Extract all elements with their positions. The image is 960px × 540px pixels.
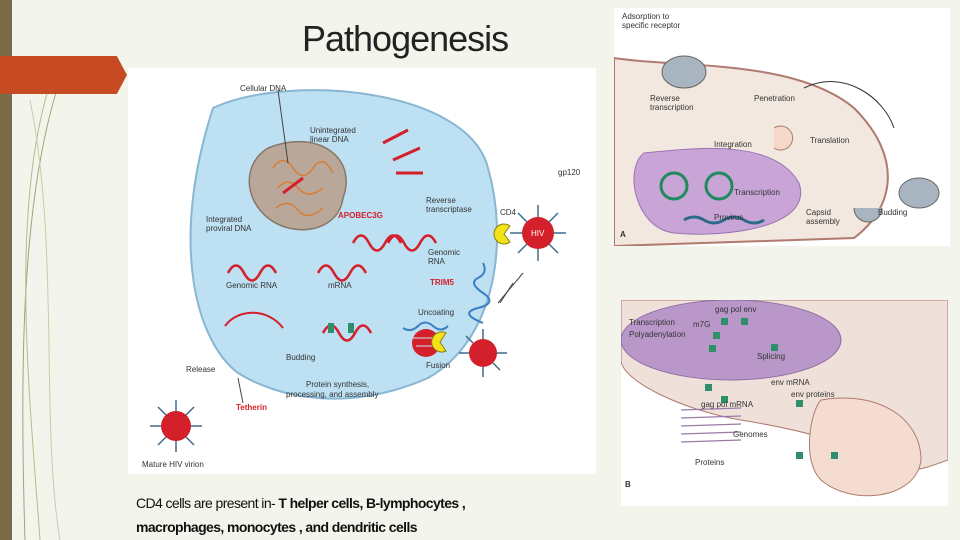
label-reverse: Reverse (426, 196, 456, 205)
replication-cycle-panel-a: Adsorption to specific receptor Reverse … (614, 8, 950, 246)
label-genomic: Genomic (428, 248, 461, 257)
label-tetherin: Tetherin (236, 403, 267, 412)
label-splicing: Splicing (757, 352, 786, 361)
label-proviral-dna: proviral DNA (206, 224, 252, 233)
label-trim5: TRIM5 (430, 278, 454, 287)
label-translation: Translation (810, 136, 850, 145)
label-provirus: Provirus (714, 213, 744, 222)
label-assembly: assembly (806, 217, 840, 226)
slide-title: Pathogenesis (302, 18, 509, 59)
label-genomes: Genomes (733, 430, 768, 439)
panel-letter-a: A (620, 230, 626, 239)
panel-a-drawing (614, 55, 940, 246)
label-protein-synthesis: Protein synthesis, (306, 380, 370, 389)
label-m7g: m7G (693, 320, 711, 329)
label-penetration: Penetration (754, 94, 795, 103)
label-transcriptase: transcriptase (426, 205, 472, 214)
label-genomic-rna: Genomic RNA (226, 281, 278, 290)
left-accent-strip (0, 0, 12, 540)
label-rna: RNA (428, 257, 445, 266)
label-linear-dna: linear DNA (310, 135, 349, 144)
label-unintegrated: Unintegrated (310, 126, 356, 135)
label-mature-hiv-virion: Mature HIV virion (142, 460, 204, 469)
label-transcription-b: Transcription (734, 188, 780, 197)
mrna-processing-panel-b: Transcription Polyadenylation Splicing m… (621, 300, 948, 506)
label-budding: Budding (286, 353, 316, 362)
label-env-mrna: env mRNA (771, 378, 810, 387)
label-processing-assembly: processing, and assembly (286, 390, 379, 399)
label-release: Release (186, 365, 216, 374)
lifecycle-drawing (150, 89, 566, 452)
slide-caption: CD4 cells are present in- T helper cells… (136, 491, 466, 539)
label-gp120: gp120 (558, 168, 581, 177)
label-hiv: HIV (531, 229, 545, 238)
label-uncoating: Uncoating (418, 308, 455, 317)
label-capsid: Capsid (806, 208, 831, 217)
label-cd4: CD4 (500, 208, 517, 217)
label-adsorption: Adsorption to (622, 12, 670, 21)
label-budding-b: Budding (878, 208, 908, 217)
label-env-proteins: env proteins (791, 390, 835, 399)
label-specific-receptor: specific receptor (622, 21, 681, 30)
hiv-lifecycle-diagram: Cellular DNA Unintegrated linear DNA APO… (128, 68, 596, 474)
label-reverse: Reverse (650, 94, 680, 103)
caption-cell-types-1: T helper cells, B-lymphocytes , (278, 495, 466, 511)
caption-cell-types-2: macrophages, monocytes , and dendritic c… (136, 519, 418, 535)
label-transcription-c: Transcription (629, 318, 675, 327)
panel-letter-b: B (625, 480, 631, 489)
panel-b-drawing (621, 300, 948, 497)
label-polyadenylation: Polyadenylation (629, 330, 686, 339)
label-mrna: mRNA (328, 281, 352, 290)
title-accent-tab (0, 56, 127, 94)
label-apobec3g: APOBEC3G (338, 211, 383, 220)
label-integrated: Integrated (206, 215, 243, 224)
label-integration: Integration (714, 140, 752, 149)
label-transcription: transcription (650, 103, 694, 112)
label-fusion: Fusion (426, 361, 451, 370)
label-proteins: Proteins (695, 458, 725, 467)
decorative-lines (22, 79, 61, 540)
caption-text: CD4 cells are present in- (136, 495, 279, 511)
label-cellular-dna: Cellular DNA (240, 84, 287, 93)
label-gag-pol-mrna: gag pol mRNA (701, 400, 754, 409)
label-gag-pol-env: gag pol env (715, 305, 757, 314)
